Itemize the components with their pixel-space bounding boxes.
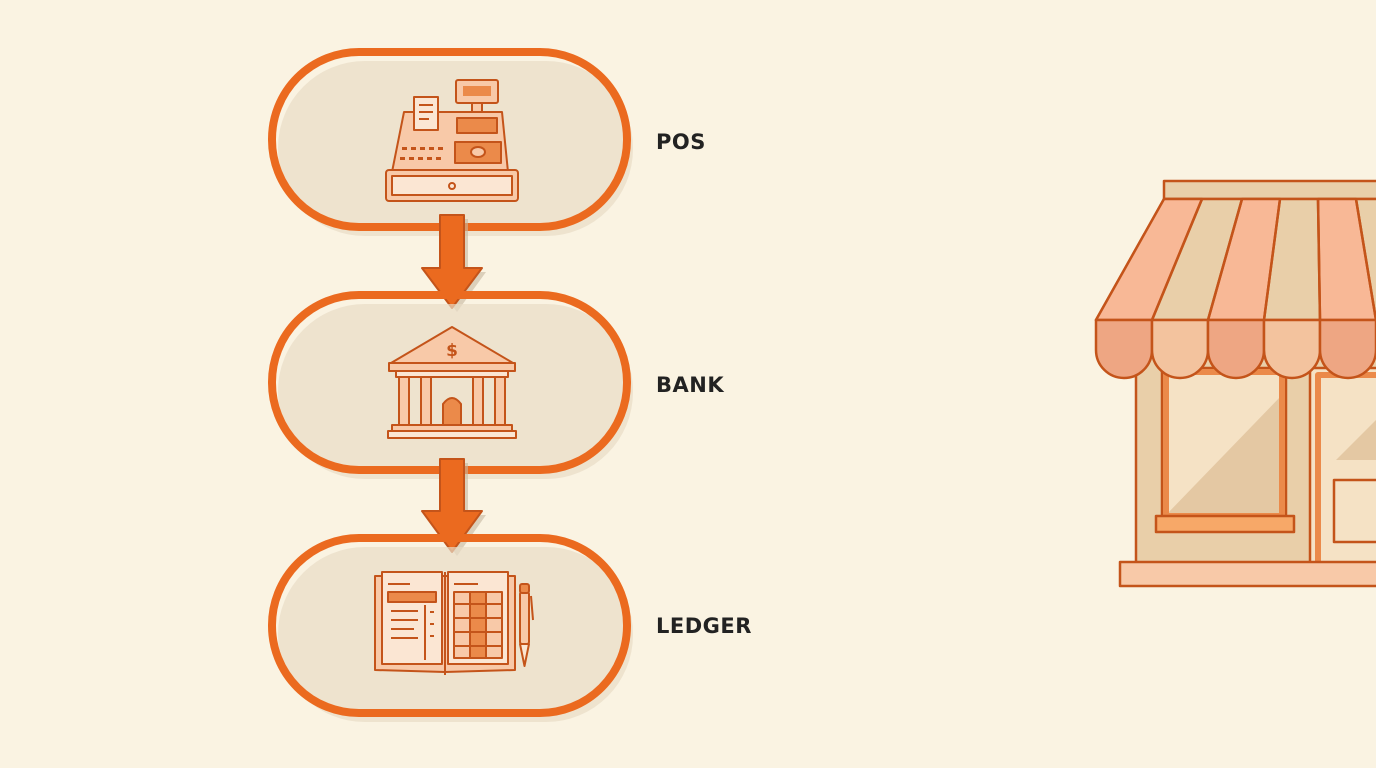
storefront-icon	[1094, 179, 1376, 588]
node-label-bank: BANK	[656, 373, 725, 397]
node-bank	[268, 291, 633, 479]
svg-text:$: $	[446, 341, 458, 361]
bank-building-icon: $	[387, 326, 517, 439]
arrow-pos-to-bank	[421, 214, 486, 312]
node-label-ledger: LEDGER	[656, 614, 752, 638]
arrow-bank-to-ledger	[421, 458, 486, 556]
node-label-pos: POS	[656, 130, 706, 154]
ledger-book-icon	[374, 571, 534, 675]
cash-register-icon	[385, 79, 519, 202]
